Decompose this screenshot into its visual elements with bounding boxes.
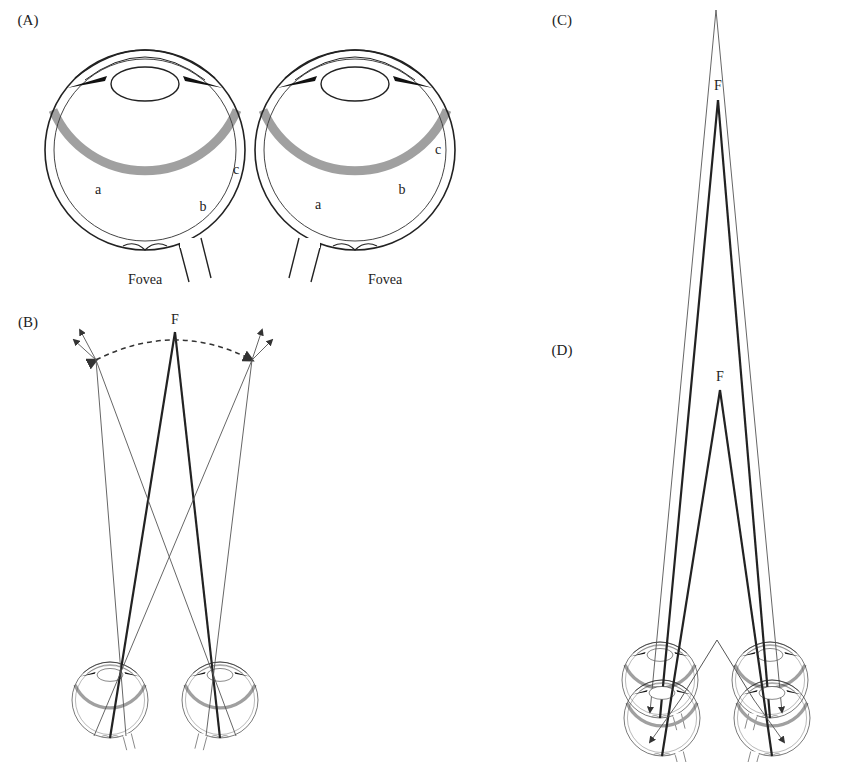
panel-letter: (B) [16,314,40,331]
panel-letter: (D) [550,342,575,359]
retina-point-label: b [198,199,209,215]
fixation-point-label: F [714,369,726,385]
retina-point-label: b [397,182,408,198]
retina-point-label: a [93,182,103,198]
fixation-point-label: F [169,312,181,328]
panel-letter: (A) [16,12,41,29]
retina-point-label: c [231,162,241,178]
fixation-point-label: F [712,78,724,94]
panel-letter: (C) [550,12,574,29]
retina-point-label: a [313,197,323,213]
fovea-label: Fovea [366,272,404,288]
fovea-label: Fovea [126,272,164,288]
retina-point-label: c [433,142,443,158]
